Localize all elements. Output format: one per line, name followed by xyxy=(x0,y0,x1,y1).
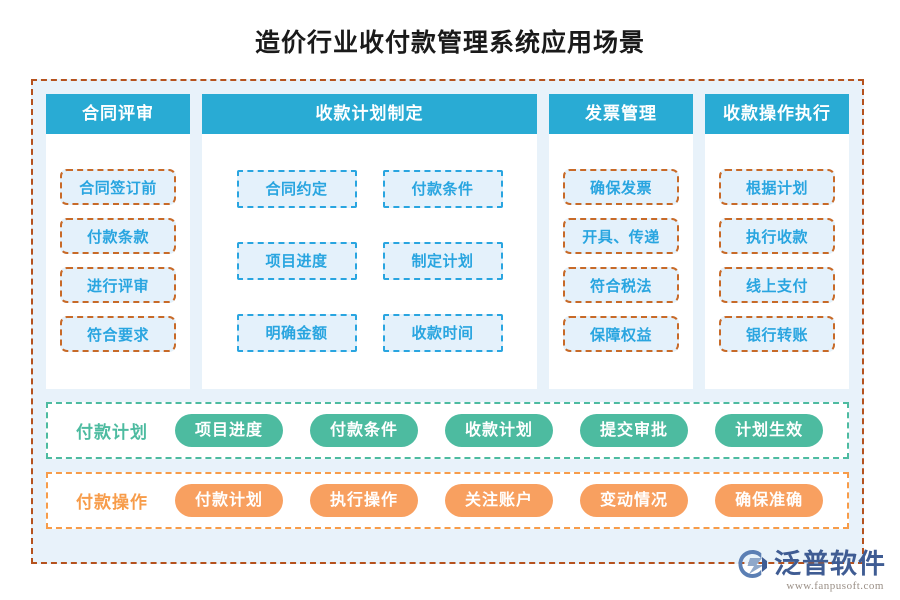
column-invoice-management: 发票管理 确保发票 开具、传递 符合税法 保障权益 xyxy=(549,94,693,389)
item-box[interactable]: 合同约定 xyxy=(236,169,357,208)
column-header: 发票管理 xyxy=(549,94,693,135)
fanpu-logo-icon xyxy=(736,548,770,580)
column-header: 合同评审 xyxy=(46,94,190,135)
column-body: 确保发票 开具、传递 符合税法 保障权益 xyxy=(549,134,693,389)
flow-step[interactable]: 付款条件 xyxy=(310,413,419,448)
flow-row-payment-operation: 付款操作 付款计划 执行操作 关注账户 变动情况 确保准确 xyxy=(46,472,849,529)
item-box[interactable]: 收款时间 xyxy=(382,313,503,352)
flow-step[interactable]: 关注账户 xyxy=(445,483,554,518)
item-box[interactable]: 进行评审 xyxy=(60,267,176,304)
column-receipt-plan: 收款计划制定 合同约定 付款条件 项目进度 制定计划 明确金额 收款时间 xyxy=(202,94,537,389)
page-title: 造价行业收付款管理系统应用场景 xyxy=(254,29,645,57)
column-contract-review: 合同评审 合同签订前 付款条款 进行评审 符合要求 xyxy=(46,94,190,389)
column-body: 合同约定 付款条件 项目进度 制定计划 明确金额 收款时间 xyxy=(202,134,537,389)
column-body: 合同签订前 付款条款 进行评审 符合要求 xyxy=(46,134,190,389)
item-box[interactable]: 符合要求 xyxy=(60,316,176,353)
item-box[interactable]: 执行收款 xyxy=(719,218,835,255)
flow-step[interactable]: 确保准确 xyxy=(715,483,824,518)
item-box[interactable]: 确保发票 xyxy=(563,169,679,206)
flow-step[interactable]: 付款计划 xyxy=(175,483,284,518)
flow-step[interactable]: 提交审批 xyxy=(580,413,689,448)
logo-url: www.fanpusoft.com xyxy=(786,580,884,592)
flow-step[interactable]: 收款计划 xyxy=(445,413,554,448)
flow-label: 付款操作 xyxy=(76,493,148,512)
item-box[interactable]: 根据计划 xyxy=(719,169,835,206)
item-box[interactable]: 保障权益 xyxy=(563,316,679,353)
item-box[interactable]: 银行转账 xyxy=(719,316,835,353)
column-header: 收款计划制定 xyxy=(202,94,537,135)
item-box[interactable]: 开具、传递 xyxy=(563,218,679,255)
flow-step[interactable]: 计划生效 xyxy=(715,413,824,448)
flow-row-payment-plan: 付款计划 项目进度 付款条件 收款计划 提交审批 计划生效 xyxy=(46,402,849,459)
flow-label: 付款计划 xyxy=(76,423,148,442)
item-box[interactable]: 符合税法 xyxy=(563,267,679,304)
item-box[interactable]: 付款条款 xyxy=(60,218,176,255)
column-receipt-execution: 收款操作执行 根据计划 执行收款 线上支付 银行转账 xyxy=(705,94,849,389)
flow-step[interactable]: 变动情况 xyxy=(580,483,689,518)
item-box[interactable]: 制定计划 xyxy=(382,241,503,280)
logo-main: 泛普软件 xyxy=(736,548,886,580)
column-header: 收款操作执行 xyxy=(705,94,849,135)
diagram-frame: 合同评审 合同签订前 付款条款 进行评审 符合要求 收款计划制定 合同约定 付款… xyxy=(31,79,864,564)
brand-logo: 泛普软件 www.fanpusoft.com xyxy=(736,548,886,592)
item-box[interactable]: 线上支付 xyxy=(719,267,835,304)
item-box[interactable]: 明确金额 xyxy=(236,313,357,352)
column-body: 根据计划 执行收款 线上支付 银行转账 xyxy=(705,134,849,389)
item-box[interactable]: 项目进度 xyxy=(236,241,357,280)
item-box[interactable]: 合同签订前 xyxy=(60,169,176,206)
logo-name: 泛普软件 xyxy=(774,548,886,580)
flow-step[interactable]: 项目进度 xyxy=(175,413,284,448)
item-box[interactable]: 付款条件 xyxy=(382,169,503,208)
flow-step[interactable]: 执行操作 xyxy=(310,483,419,518)
columns-region: 合同评审 合同签订前 付款条款 进行评审 符合要求 收款计划制定 合同约定 付款… xyxy=(46,94,849,389)
